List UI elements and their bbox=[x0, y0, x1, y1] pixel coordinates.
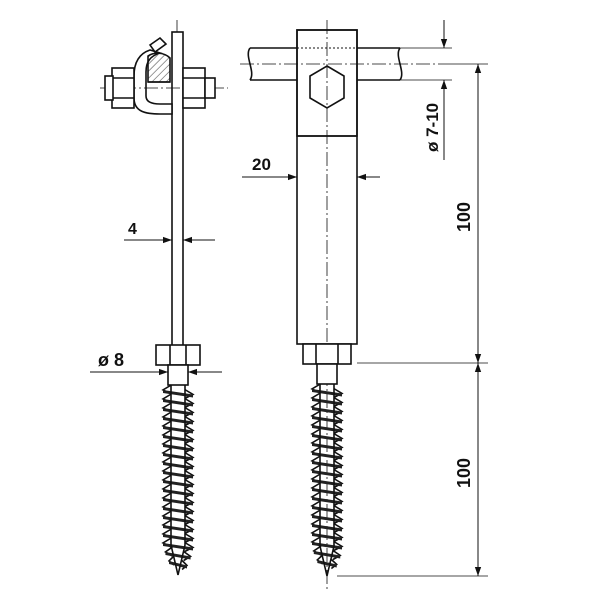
side-flat-bar bbox=[171, 31, 184, 347]
dim-flat-thickness: 4 bbox=[128, 221, 137, 238]
front-dimensions bbox=[242, 20, 488, 577]
bolt-section-hatch bbox=[147, 52, 171, 83]
u-bolt-clamp-icon bbox=[133, 36, 173, 115]
front-screw-shank bbox=[316, 363, 338, 385]
front-view bbox=[240, 20, 440, 590]
hex-nut-icon bbox=[182, 67, 216, 109]
wood-screw-thread-icon bbox=[310, 383, 344, 577]
dim-pipe-diameter: ø 7-10 bbox=[423, 103, 442, 152]
hex-nut-icon bbox=[104, 67, 135, 109]
side-dimensions bbox=[90, 236, 222, 376]
hex-nut-icon bbox=[302, 343, 352, 365]
dim-lower-length: 100 bbox=[454, 458, 474, 488]
side-view bbox=[100, 20, 228, 576]
wood-screw-thread-icon bbox=[161, 384, 195, 576]
side-screw-shank bbox=[167, 364, 189, 386]
dim-screw-diameter: ø 8 bbox=[98, 350, 124, 370]
hex-nut-icon bbox=[155, 344, 201, 366]
dim-bar-width: 20 bbox=[252, 155, 271, 174]
dim-upper-length: 100 bbox=[454, 202, 474, 232]
